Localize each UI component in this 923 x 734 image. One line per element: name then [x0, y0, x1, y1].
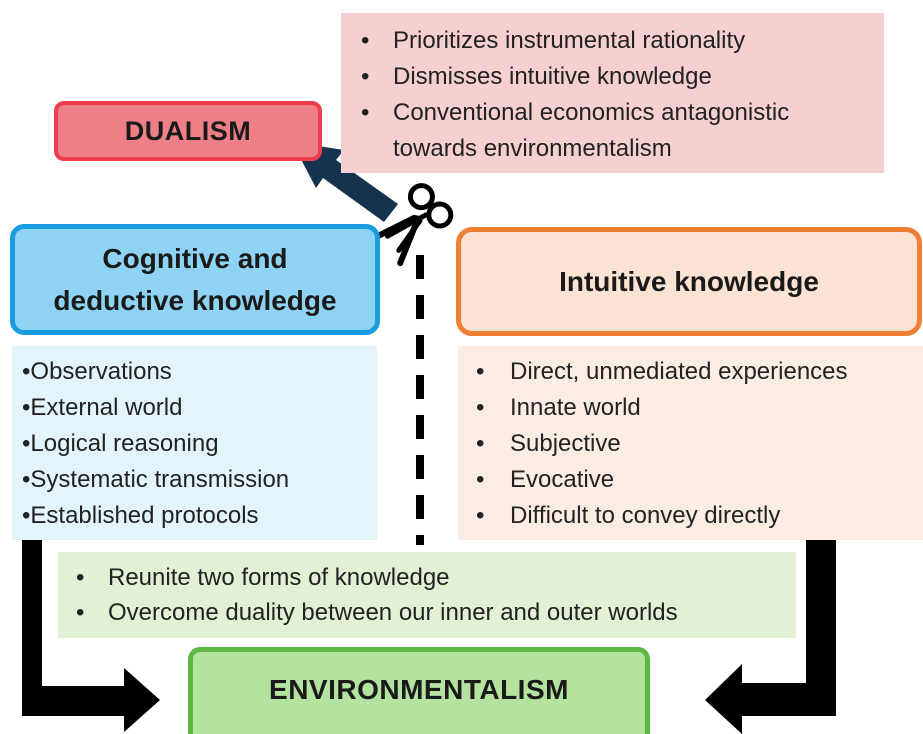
intuitive-note: Difficult to convey directly	[464, 498, 923, 534]
cognitive-notes-panel: Observations External world Logical reas…	[12, 346, 377, 540]
intuitive-knowledge-box: Intuitive knowledge	[456, 227, 922, 336]
cognitive-note: Systematic transmission	[22, 462, 377, 498]
cognitive-note: External world	[22, 390, 377, 426]
left-arrow-to-environmentalism	[22, 540, 160, 732]
environmentalism-box: ENVIRONMENTALISM	[188, 647, 650, 734]
synthesis-note: Overcome duality between our inner and o…	[68, 595, 796, 630]
dualism-box: DUALISM	[54, 101, 322, 161]
synthesis-notes-panel: Reunite two forms of knowledge Overcome …	[58, 552, 796, 638]
scissors-icon	[371, 183, 454, 267]
intuitive-note: Direct, unmediated experiences	[464, 354, 923, 390]
cognitive-note: Observations	[22, 354, 377, 390]
cognitive-label-line1: Cognitive and	[102, 242, 288, 274]
environmentalism-label: ENVIRONMENTALISM	[269, 674, 569, 705]
dualism-note: Prioritizes instrumental rationality	[355, 23, 870, 59]
synthesis-note: Reunite two forms of knowledge	[68, 560, 796, 595]
dualism-note: Conventional economics antagonistic towa…	[355, 95, 870, 167]
dualism-note: Dismisses intuitive knowledge	[355, 59, 870, 95]
cognitive-note: Logical reasoning	[22, 426, 377, 462]
intuitive-label: Intuitive knowledge	[559, 265, 819, 297]
arrow-to-dualism	[292, 142, 398, 222]
cognitive-note: Established protocols	[22, 498, 377, 534]
intuitive-note: Subjective	[464, 426, 923, 462]
cognitive-knowledge-box: Cognitive and deductive knowledge	[10, 224, 380, 335]
dualism-notes-panel: Prioritizes instrumental rationality Dis…	[341, 13, 884, 173]
cognitive-label-line2: deductive knowledge	[53, 284, 337, 316]
dualism-label: DUALISM	[124, 115, 252, 146]
right-arrow-to-environmentalism	[705, 540, 836, 734]
intuitive-note: Innate world	[464, 390, 923, 426]
intuitive-note: Evocative	[464, 462, 923, 498]
intuitive-notes-panel: Direct, unmediated experiences Innate wo…	[458, 346, 923, 540]
